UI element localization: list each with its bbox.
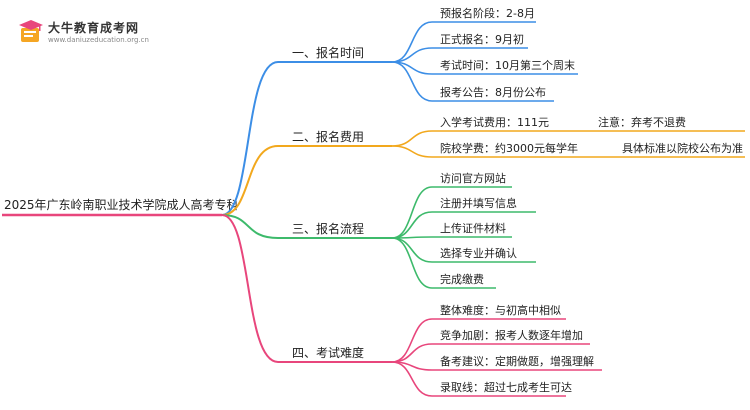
leaf-text-3-4: 选择专业并确认 xyxy=(440,246,517,260)
logo-url: www.daniuzeducation.org.cn xyxy=(48,36,149,44)
branch-connector-3 xyxy=(221,214,279,239)
leaf-note-2-2: 具体标准以院校公布为准 xyxy=(622,141,743,155)
branch-label-4: 四、考试难度 xyxy=(292,345,364,360)
leaf-connector-4-2 xyxy=(391,343,433,363)
graduation-cap-book-icon xyxy=(19,20,43,42)
leaf-text-1-1: 预报名阶段：2-8月 xyxy=(440,6,535,20)
leaf-text-2-2: 院校学费：约3000元每学年 xyxy=(440,141,578,155)
leaf-text-4-1: 整体难度：与初高中相似 xyxy=(440,303,561,317)
leaf-connector-3-2 xyxy=(391,211,433,239)
leaf-connector-4-4 xyxy=(391,361,433,397)
leaf-text-1-3: 考试时间：10月第三个周末 xyxy=(440,58,575,72)
leaf-note-2-1: 注意：弃考不退费 xyxy=(598,115,686,129)
branch-connector-4 xyxy=(221,214,279,363)
branch-connector-1 xyxy=(221,61,279,216)
leaf-text-3-3: 上传证件材料 xyxy=(440,221,506,235)
branch-label-2: 二、报名费用 xyxy=(292,129,364,144)
leaf-connector-1-2 xyxy=(391,47,433,63)
leaf-connector-3-4 xyxy=(391,237,433,263)
leaf-text-4-2: 竞争加剧：报考人数逐年增加 xyxy=(440,328,583,342)
leaf-connector-4-1 xyxy=(391,318,433,363)
leaf-text-4-4: 录取线：超过七成考生可达 xyxy=(440,380,572,394)
logo-title: 大牛教育成考网 xyxy=(48,21,140,35)
branch-label-3: 三、报名流程 xyxy=(292,221,364,236)
leaf-text-4-3: 备考建议：定期做题，增强理解 xyxy=(440,354,594,368)
leaf-text-2-1: 入学考试费用：111元 xyxy=(440,115,549,129)
leaf-connector-3-5 xyxy=(391,237,433,289)
leaf-text-3-2: 注册并填写信息 xyxy=(440,196,517,210)
leaf-text-3-1: 访问官方网站 xyxy=(440,171,506,185)
leaf-text-1-2: 正式报名：9月初 xyxy=(440,32,524,46)
leaf-connector-2-1 xyxy=(391,130,433,147)
leaf-text-1-4: 报考公告：8月份公布 xyxy=(440,85,546,99)
branch-connector-2 xyxy=(221,145,279,216)
site-logo: 大牛教育成考网 www.daniuzeducation.org.cn xyxy=(14,14,149,50)
leaf-text-3-5: 完成缴费 xyxy=(440,272,484,286)
leaf-connector-2-2 xyxy=(391,145,433,158)
root-topic: 2025年广东岭南职业技术学院成人高考专科 xyxy=(4,197,239,212)
branch-label-1: 一、报名时间 xyxy=(292,45,364,60)
leaf-connector-1-4 xyxy=(391,61,433,102)
